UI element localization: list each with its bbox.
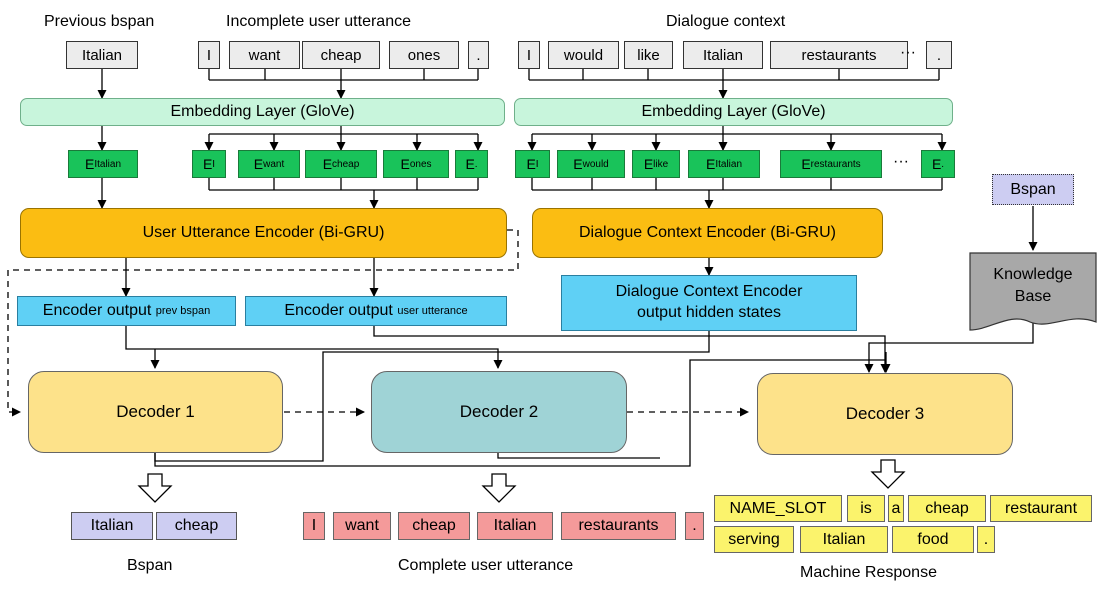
context-encoder-output: Dialogue Context Encoder output hidden s… [561,275,857,331]
response-token: cheap [908,495,986,522]
complete-utterance-token: Italian [477,512,553,540]
down-arrow-icon [137,473,173,503]
response-token: a [888,495,904,522]
embedding-layer-left: Embedding Layer (GloVe) [20,98,505,126]
previous-bspan-label: Previous bspan [44,13,155,30]
utterance-token: cheap [302,41,380,69]
response-token: food [892,526,974,553]
context-token: Italian [683,41,763,69]
embedding-vector: E. [455,150,488,178]
bspan-output-label: Bspan [127,557,173,574]
complete-utterance-token: . [685,512,704,540]
complete-utterance-token: I [303,512,325,540]
complete-utterance-token: want [333,512,391,540]
decoder-3: Decoder 3 [757,373,1013,455]
kb-bspan-input: Bspan [992,174,1074,205]
context-token: I [518,41,540,69]
dialogue-context-label: Dialogue context [666,13,786,30]
knowledge-base: Knowledge Base [970,264,1096,307]
knowledge-base-shape [969,252,1097,331]
embedding-vector: E. [921,150,955,178]
encoder-output-prev-bspan: Encoder output prev bspan [17,296,236,326]
down-arrow-icon [870,459,906,489]
context-ellipsis: ··· [900,44,916,61]
response-token: . [977,526,995,553]
decoder-1: Decoder 1 [28,371,283,453]
ctx-out-line-1: Dialogue Context Encoder [615,283,803,301]
prev-bspan-token: Italian [66,41,138,69]
utterance-token: ones [389,41,459,69]
response-token: serving [714,526,794,553]
kb-line-1: Knowledge [993,266,1073,283]
bspan-output-token: Italian [71,512,153,540]
down-arrow-icon [481,473,517,503]
context-token: would [548,41,619,69]
response-token: NAME_SLOT [714,495,842,522]
user-utterance-encoder: User Utterance Encoder (Bi-GRU) [20,208,507,258]
decoder-2: Decoder 2 [371,371,627,453]
machine-response-label: Machine Response [800,564,937,581]
utterance-token: . [468,41,489,69]
kb-line-2: Base [1014,287,1052,305]
utterance-token: want [229,41,300,69]
embedding-layer-right: Embedding Layer (GloVe) [514,98,953,126]
utterance-token: I [198,41,220,69]
complete-utterance-token: restaurants [561,512,676,540]
ctx-out-line-2: output hidden states [636,304,782,321]
response-token: restaurant [990,495,1092,522]
embedding-ellipsis: ··· [893,153,909,170]
encoder-output-user-utterance: Encoder output user utterance [245,296,507,326]
complete-utterance-label: Complete user utterance [398,557,574,574]
response-token: Italian [800,526,888,553]
response-token: is [847,495,885,522]
context-token: restaurants [770,41,908,69]
bspan-output-token: cheap [156,512,237,540]
dialogue-context-encoder: Dialogue Context Encoder (Bi-GRU) [532,208,883,258]
complete-utterance-token: cheap [398,512,470,540]
context-token: like [624,41,673,69]
context-token: . [926,41,952,69]
incomplete-utterance-label: Incomplete user utterance [226,13,411,30]
